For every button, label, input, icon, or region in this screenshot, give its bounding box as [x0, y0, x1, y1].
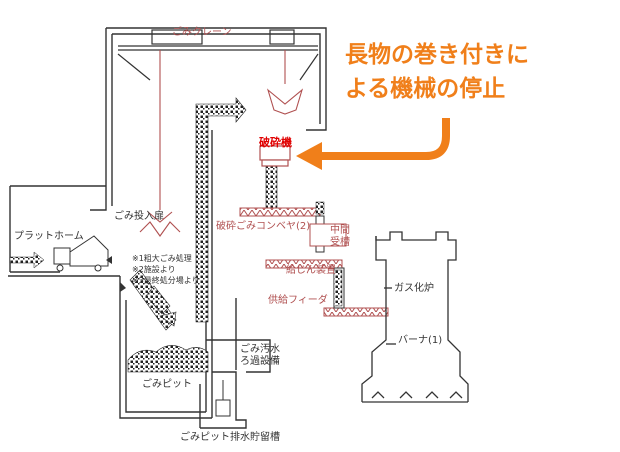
- waste-pit-label: ごみピット: [142, 379, 192, 390]
- waste-pile: [127, 345, 209, 373]
- intake-door-label: ごみ投入扉: [114, 211, 164, 222]
- crusher-label: 破砕機: [259, 136, 292, 149]
- gasifier-label: ガス化炉: [394, 283, 434, 294]
- malfunction-callout: 長物の巻き付きに よる機械の停止: [345, 38, 615, 106]
- crusher-body: [259, 145, 291, 167]
- callout-line-2: よる機械の停止: [345, 76, 506, 102]
- note-1: ※1粗大ごみ処理: [132, 254, 192, 263]
- callout-line-1: 長物の巻き付きに: [345, 42, 529, 68]
- callout-arrow: [318, 118, 450, 160]
- callout-arrowhead: [296, 142, 322, 170]
- hopper-label-1: 中間: [330, 225, 350, 236]
- platform-arrow: [9, 251, 45, 269]
- hopper-label-2: 受槽: [330, 237, 350, 248]
- waste-flow: [129, 97, 278, 331]
- feeder-device-label: 給じん装置: [286, 265, 336, 276]
- supply-feeder-label: 供給フィーダ: [268, 295, 328, 306]
- note-2: ※2施設より: [132, 265, 176, 274]
- crane-rail: [117, 29, 319, 81]
- flow-arrows: [106, 256, 126, 292]
- note-3: ※3最終処分場より: [132, 276, 200, 285]
- chain-links: [315, 201, 343, 307]
- burner-label: バーナ(1): [398, 335, 443, 346]
- dump-truck: [53, 235, 109, 272]
- pit-pump: [215, 380, 231, 417]
- crane-grab: [139, 50, 304, 237]
- gasifier: [361, 231, 469, 403]
- drain-tank-label: ごみピット排水貯留槽: [180, 432, 280, 443]
- sewage-label-1: ごみ汚水: [240, 344, 280, 355]
- sewage-label-2: ろ過設備: [240, 356, 280, 367]
- platform-label: プラットホーム: [14, 231, 84, 242]
- crushed-conveyor-label: 破砕ごみコンベヤ(2): [216, 221, 311, 232]
- crane-label: ごみクレーン: [172, 27, 232, 38]
